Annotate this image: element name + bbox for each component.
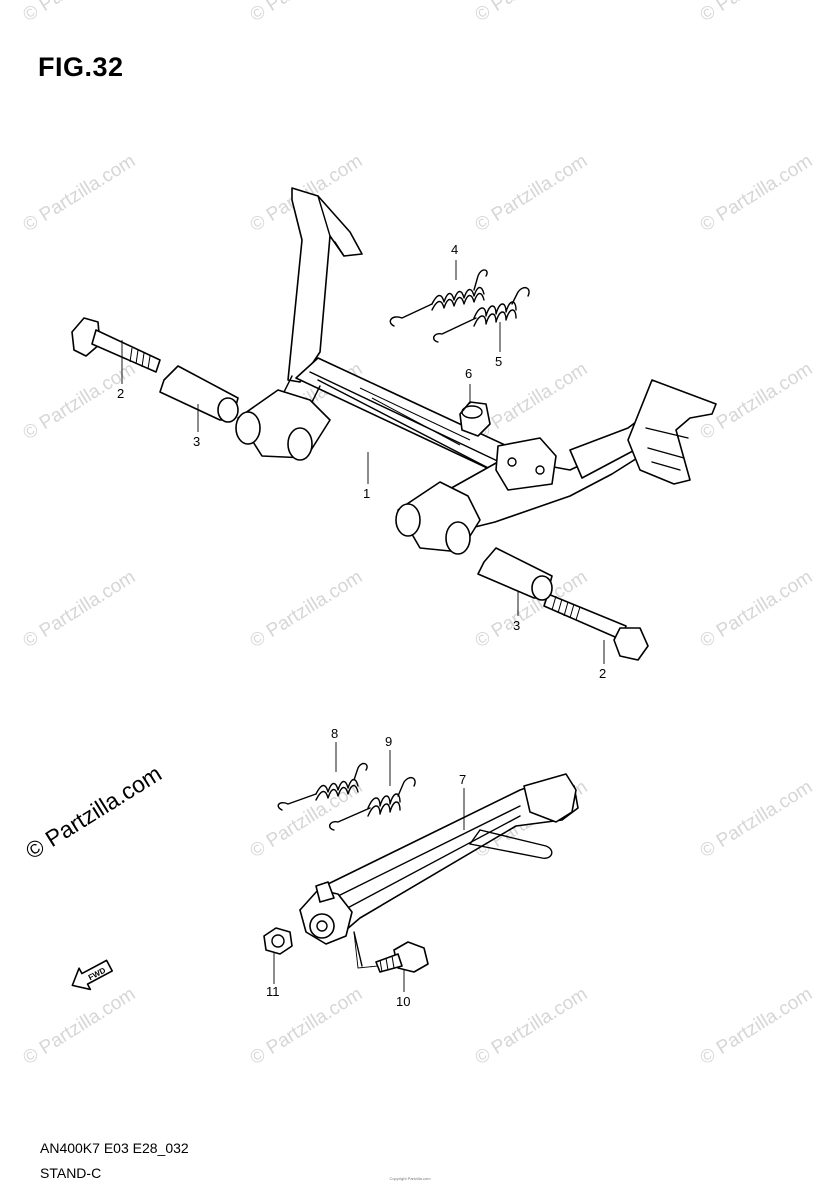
collar-right-part-3[interactable] [477,547,553,601]
watermark: © Partzilla.com [20,984,140,1070]
spring-part-8[interactable] [277,762,368,811]
watermark: © Partzilla.com [20,567,140,653]
callout-1: 1 [363,486,370,501]
watermark: © Partzilla.com [20,359,140,445]
callout-4: 4 [451,242,458,257]
spring-part-4[interactable] [389,269,488,327]
callout-2: 2 [117,386,124,401]
watermark-large: © Partzilla.com [21,760,166,864]
callout-5: 5 [495,354,502,369]
callout-7: 7 [459,772,466,787]
nut-part-11[interactable] [263,927,293,955]
watermark: © Partzilla.com [697,777,817,863]
copyright-text: Copyright Partzilla.com [389,1176,431,1181]
watermark: © Partzilla.com [472,984,592,1070]
callout-3: 3 [513,618,520,633]
watermark: © Partzilla.com [697,359,817,445]
leader-lines [121,260,605,992]
callout-11: 11 [266,984,280,999]
watermark: © Partzilla.com [697,0,817,26]
fwd-arrow-icon: FWD [71,959,114,991]
callout-10: 10 [396,994,410,1009]
figure-title: FIG.32 [38,52,124,82]
callout-6: 6 [465,366,472,381]
watermark: © Partzilla.com [697,567,817,653]
side-stand-bolt-part-10[interactable] [375,941,429,973]
watermark: © Partzilla.com [472,151,592,237]
watermark: © Partzilla.com [247,777,367,863]
collar-left-part-3[interactable] [159,365,239,423]
section-title: STAND-C [40,1165,102,1181]
center-stand-part-1[interactable] [235,187,717,555]
callout-9: 9 [385,734,392,749]
callout-2: 2 [599,666,606,681]
callout-8: 8 [331,726,338,741]
watermark: © Partzilla.com [20,151,140,237]
callout-3: 3 [193,434,200,449]
spring-part-9[interactable] [328,776,416,831]
watermark: © Partzilla.com [472,359,592,445]
watermark: © Partzilla.com [472,0,592,26]
watermark: © Partzilla.com [247,984,367,1070]
watermark: © Partzilla.com [697,151,817,237]
watermark: © Partzilla.com [697,984,817,1070]
watermark: © Partzilla.com [247,567,367,653]
watermark: © Partzilla.com [247,0,367,26]
spring-part-5[interactable] [432,286,530,343]
side-stand-part-7[interactable] [299,773,579,967]
watermark: © Partzilla.com [20,0,140,26]
callout-labels: 2 3 4 5 6 1 3 2 8 9 7 10 11 [117,242,606,1009]
model-code: AN400K7 E03 E28_032 [40,1140,189,1156]
pivot-bolt-left-part-2[interactable] [71,317,161,373]
pivot-bolt-right-part-2[interactable] [543,593,649,661]
